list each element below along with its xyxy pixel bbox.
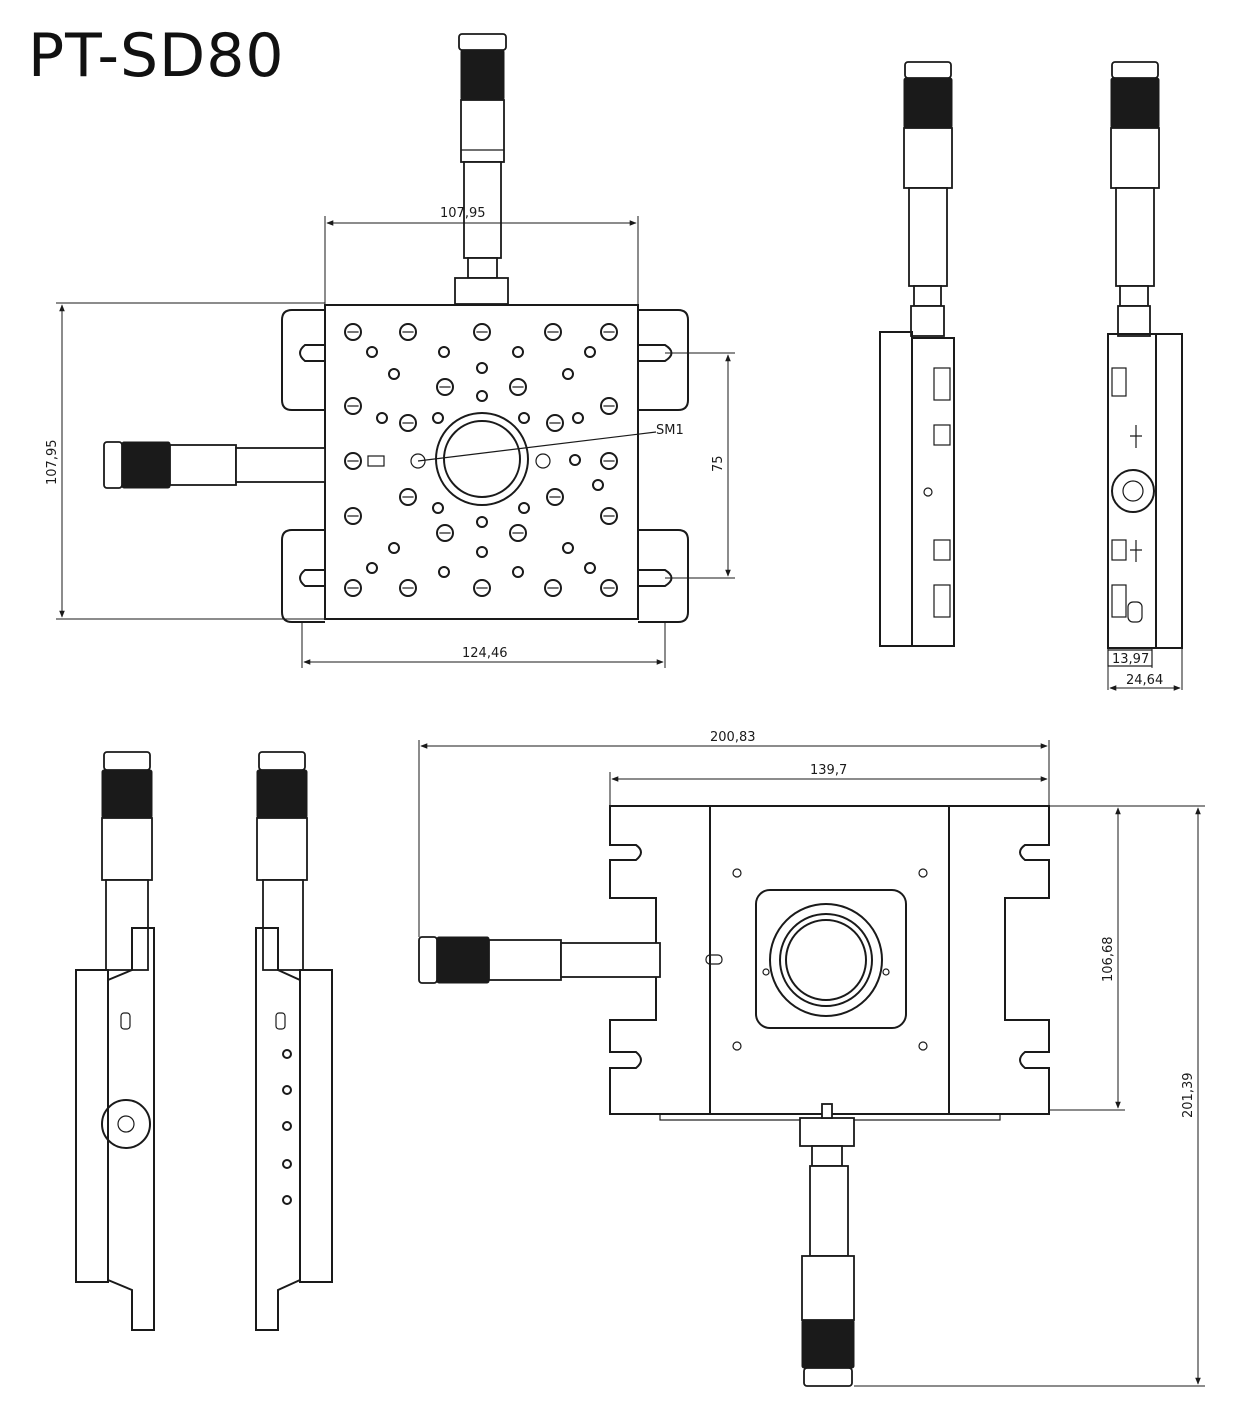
mounting-hole bbox=[473, 323, 491, 341]
mounting-hole bbox=[436, 524, 454, 542]
mounting-hole bbox=[282, 1049, 292, 1059]
mounting-hole bbox=[438, 346, 450, 358]
mounting-hole bbox=[476, 516, 488, 528]
mounting-hole bbox=[344, 452, 362, 470]
left-micrometer bbox=[103, 441, 326, 489]
mounting-hole bbox=[592, 479, 604, 491]
top-view-dimensions: 107,95 107,95 124,46 75 SM1 bbox=[45, 206, 735, 668]
top-micrometer bbox=[454, 33, 509, 305]
mounting-hole bbox=[399, 488, 417, 506]
mounting-hole bbox=[476, 362, 488, 374]
mounting-hole bbox=[509, 524, 527, 542]
mounting-hole bbox=[388, 368, 400, 380]
dim-base-length: 139,7 bbox=[810, 763, 847, 778]
mounting-hole bbox=[509, 378, 527, 396]
dim-base-width: 124,46 bbox=[462, 646, 508, 661]
mounting-hole bbox=[569, 454, 581, 466]
front-view-b-holes bbox=[282, 1049, 292, 1205]
mounting-hole bbox=[512, 566, 524, 578]
mounting-hole bbox=[432, 412, 444, 424]
mounting-hole bbox=[399, 323, 417, 341]
dim-overall-width: 200,83 bbox=[710, 730, 756, 745]
mounting-hole bbox=[282, 1159, 292, 1169]
dim-side-depth-outer: 24,64 bbox=[1126, 673, 1163, 688]
mounting-hole bbox=[399, 414, 417, 432]
mounting-hole bbox=[282, 1121, 292, 1131]
mounting-hole bbox=[282, 1195, 292, 1205]
mounting-hole bbox=[600, 323, 618, 341]
dim-slot-spacing: 75 bbox=[711, 455, 726, 472]
mounting-hole bbox=[344, 579, 362, 597]
mounting-hole bbox=[399, 579, 417, 597]
dim-overall-height: 201,39 bbox=[1181, 1073, 1196, 1119]
mounting-hole bbox=[366, 562, 378, 574]
dim-top-width: 107,95 bbox=[440, 206, 486, 221]
mounting-hole bbox=[584, 346, 596, 358]
mounting-hole bbox=[546, 414, 564, 432]
dim-top-height: 107,95 bbox=[45, 440, 60, 486]
dim-side-depth-inner: 13,97 bbox=[1112, 652, 1149, 667]
mounting-hole bbox=[432, 502, 444, 514]
top-plate-holes bbox=[344, 323, 618, 597]
thread-label: SM1 bbox=[656, 423, 684, 438]
mounting-hole bbox=[344, 397, 362, 415]
side-view-b bbox=[1107, 61, 1183, 649]
mounting-hole bbox=[388, 542, 400, 554]
front-view-a bbox=[75, 751, 155, 1331]
mounting-hole bbox=[376, 412, 388, 424]
mounting-hole bbox=[518, 412, 530, 424]
mounting-hole bbox=[344, 507, 362, 525]
mounting-hole bbox=[544, 323, 562, 341]
mounting-hole bbox=[600, 507, 618, 525]
bottom-view-dimensions: 200,83 139,7 106,68 201,39 bbox=[418, 730, 1205, 1387]
mounting-hole bbox=[600, 579, 618, 597]
mounting-hole bbox=[518, 502, 530, 514]
mounting-hole bbox=[436, 378, 454, 396]
mounting-hole bbox=[600, 452, 618, 470]
dim-base-height: 106,68 bbox=[1101, 937, 1116, 983]
mounting-hole bbox=[438, 566, 450, 578]
mounting-hole bbox=[473, 579, 491, 597]
mounting-hole bbox=[600, 397, 618, 415]
mounting-hole bbox=[562, 542, 574, 554]
mounting-hole bbox=[562, 368, 574, 380]
mounting-hole bbox=[572, 412, 584, 424]
mounting-hole bbox=[476, 390, 488, 402]
side-view-a bbox=[879, 61, 955, 647]
front-view-b bbox=[255, 751, 333, 1331]
mounting-hole bbox=[366, 346, 378, 358]
top-view bbox=[103, 33, 689, 623]
mounting-hole bbox=[476, 546, 488, 558]
mounting-hole bbox=[584, 562, 596, 574]
mounting-hole bbox=[282, 1085, 292, 1095]
mounting-hole bbox=[512, 346, 524, 358]
side-view-b-dimensions: 13,97 24,64 bbox=[1107, 648, 1183, 691]
mounting-hole bbox=[546, 488, 564, 506]
mounting-hole bbox=[544, 579, 562, 597]
mounting-hole bbox=[344, 323, 362, 341]
bottom-view bbox=[418, 805, 1050, 1387]
model-title: PT-SD80 bbox=[28, 21, 285, 91]
